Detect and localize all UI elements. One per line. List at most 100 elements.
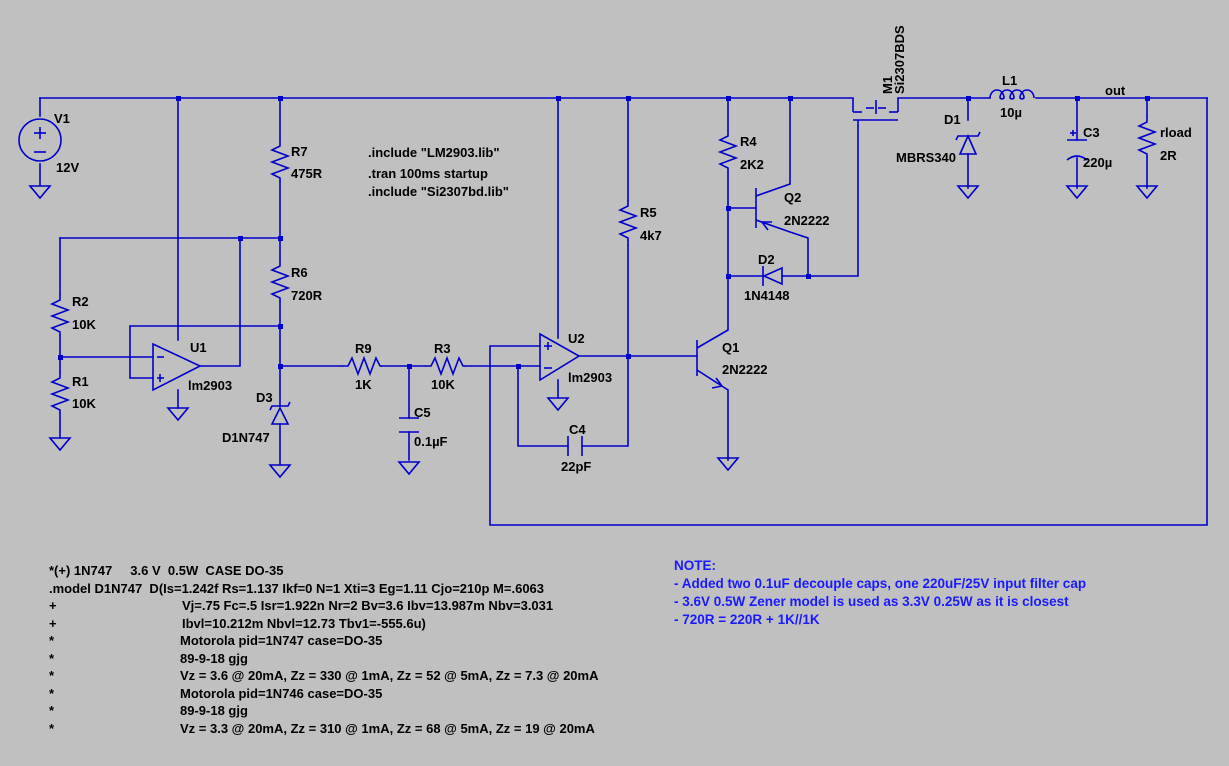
c3-capacitor[interactable]: C3 220µ — [1066, 125, 1112, 170]
r7-resistor[interactable]: R7 475R — [269, 140, 323, 182]
model-line-cont-2: Ibvl=10.212m Nbvl=12.73 Tbv1=-555.6u) — [182, 616, 426, 631]
note-line: NOTE: — [674, 558, 716, 573]
d2-value: 1N4148 — [744, 288, 790, 303]
net-label-out: out — [1105, 83, 1126, 98]
r9-resistor[interactable]: R9 1K — [342, 341, 382, 392]
c5-value: 0.1µF — [414, 434, 448, 449]
ground-icon — [1065, 185, 1089, 200]
wires — [39, 97, 1208, 526]
junctions — [58, 96, 1150, 369]
model-line: *89-9-18 gjg — [49, 651, 248, 666]
r1-value: 10K — [72, 396, 96, 411]
u1-ref: U1 — [190, 340, 207, 355]
ground-symbols — [28, 185, 1159, 479]
u1-comparator[interactable]: U1 lm2903 — [152, 340, 232, 393]
m1-ref: M1 — [880, 76, 895, 94]
q1-ref: Q1 — [722, 340, 739, 355]
notes-block: NOTE: - Added two 0.1uF decouple caps, o… — [674, 558, 1086, 627]
model-line-cont-5: Vz = 3.6 @ 20mA, Zz = 330 @ 1mA, Zz = 52… — [180, 668, 599, 683]
r7-value: 475R — [291, 166, 323, 181]
d3-value: D1N747 — [222, 430, 270, 445]
r6-resistor[interactable]: R6 720R — [269, 260, 323, 303]
model-line: *(+) 1N747 3.6 V 0.5W CASE DO-35 — [49, 563, 283, 578]
d3-ref: D3 — [256, 390, 273, 405]
d1-ref: D1 — [944, 112, 961, 127]
m1-pmos-transistor[interactable]: M1 Si2307BDS — [852, 25, 907, 126]
c3-ref: C3 — [1083, 125, 1100, 140]
model-line: .model D1N747 D(Is=1.242f Rs=1.137 Ikf=0… — [49, 581, 544, 596]
directive-line: .include "LM2903.lib" — [368, 145, 500, 160]
q1-npn-transistor[interactable]: Q1 2N2222 — [696, 329, 768, 391]
u2-value: lm2903 — [568, 370, 612, 385]
l1-value: 10µ — [1000, 105, 1022, 120]
r6-value: 720R — [291, 288, 323, 303]
r1-ref: R1 — [72, 374, 89, 389]
r1-resistor[interactable]: R1 10K — [49, 372, 96, 414]
c5-capacitor[interactable]: C5 0.1µF — [399, 405, 448, 449]
rload-resistor[interactable]: rload 2R — [1136, 116, 1192, 163]
q1-value: 2N2222 — [722, 362, 768, 377]
r9-value: 1K — [355, 377, 372, 392]
c4-capacitor[interactable]: C4 22pF — [561, 422, 591, 474]
u1-value: lm2903 — [188, 378, 232, 393]
model-line: +Ibvl=10.212m Nbvl=12.73 Tbv1=-555.6u) — [49, 616, 426, 631]
model-line-cont-3: Motorola pid=1N747 case=DO-35 — [180, 633, 382, 648]
ground-icon — [28, 185, 52, 200]
ground-icon — [268, 464, 292, 479]
v1-ref: V1 — [54, 111, 70, 126]
model-line: *Vz = 3.6 @ 20mA, Zz = 330 @ 1mA, Zz = 5… — [49, 668, 599, 683]
u2-comparator[interactable]: U2 lm2903 — [539, 331, 612, 385]
r2-ref: R2 — [72, 294, 89, 309]
q2-value: 2N2222 — [784, 213, 830, 228]
model-line: *89-9-18 gjg — [49, 703, 248, 718]
r6-ref: R6 — [291, 265, 308, 280]
r3-ref: R3 — [434, 341, 451, 356]
q2-pnp-transistor[interactable]: Q2 2N2222 — [755, 183, 830, 233]
model-line: *Vz = 3.3 @ 20mA, Zz = 310 @ 1mA, Zz = 6… — [49, 721, 595, 736]
model-line-cont-7: 89-9-18 gjg — [180, 703, 248, 718]
ground-icon — [397, 461, 421, 476]
q2-ref: Q2 — [784, 190, 801, 205]
ground-icon — [546, 397, 570, 412]
d1-value: MBRS340 — [896, 150, 956, 165]
model-line-cont-8: Vz = 3.3 @ 20mA, Zz = 310 @ 1mA, Zz = 68… — [180, 721, 595, 736]
l1-inductor[interactable]: L1 10µ — [989, 73, 1035, 120]
v1-voltage-source[interactable]: V1 12V — [18, 111, 79, 175]
r2-resistor[interactable]: R2 10K — [49, 294, 96, 336]
d3-zener-diode[interactable]: D3 D1N747 — [222, 390, 291, 445]
r4-ref: R4 — [740, 134, 757, 149]
ground-icon — [956, 185, 980, 200]
c3-value: 220µ — [1083, 155, 1112, 170]
directive-line: .tran 100ms startup — [368, 166, 488, 181]
ground-icon — [1135, 185, 1159, 200]
r7-ref: R7 — [291, 144, 308, 159]
ground-icon — [48, 437, 72, 452]
ground-icon — [166, 407, 190, 422]
model-line-cont-1: Vj=.75 Fc=.5 Isr=1.922n Nr=2 Bv=3.6 Ibv=… — [182, 598, 553, 613]
model-line: *Motorola pid=1N746 case=DO-35 — [49, 686, 382, 701]
r5-resistor[interactable]: R5 4k7 — [617, 200, 662, 246]
r5-value: 4k7 — [640, 228, 662, 243]
model-line: +Vj=.75 Fc=.5 Isr=1.922n Nr=2 Bv=3.6 Ibv… — [49, 598, 553, 613]
note-line: - Added two 0.1uF decouple caps, one 220… — [674, 576, 1086, 591]
model-line: *Motorola pid=1N747 case=DO-35 — [49, 633, 382, 648]
c4-ref: C4 — [569, 422, 586, 437]
d2-diode[interactable]: D2 1N4148 — [744, 252, 790, 303]
r2-value: 10K — [72, 317, 96, 332]
rload-value: 2R — [1160, 148, 1177, 163]
d2-ref: D2 — [758, 252, 775, 267]
m1-value: Si2307BDS — [892, 25, 907, 94]
rload-ref: rload — [1160, 125, 1192, 140]
directive-line: .include "Si2307bd.lib" — [368, 184, 509, 199]
u2-ref: U2 — [568, 331, 585, 346]
ground-icon — [716, 457, 740, 472]
r4-resistor[interactable]: R4 2K2 — [717, 130, 764, 172]
r3-resistor[interactable]: R3 10K — [425, 341, 465, 392]
l1-ref: L1 — [1002, 73, 1017, 88]
d1-schottky-diode[interactable]: D1 MBRS340 — [896, 112, 981, 165]
r9-ref: R9 — [355, 341, 372, 356]
r5-ref: R5 — [640, 205, 657, 220]
model-line-cont-6: Motorola pid=1N746 case=DO-35 — [180, 686, 382, 701]
note-line: - 3.6V 0.5W Zener model is used as 3.3V … — [674, 594, 1069, 609]
